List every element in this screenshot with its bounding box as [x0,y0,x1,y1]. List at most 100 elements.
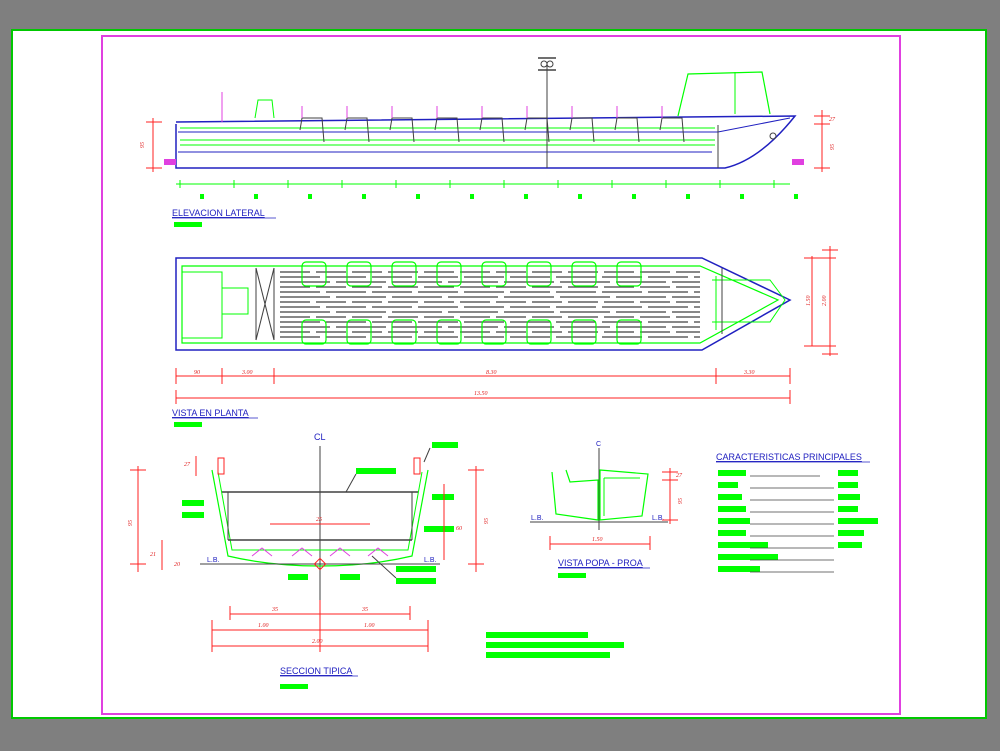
elev-height-text: 95 [140,142,146,148]
lb-left: L.B. [207,557,220,564]
callout-bar [432,494,454,500]
sec-top-text: 27 [184,462,191,468]
callout-bar [182,500,204,506]
char-value-bar [838,494,860,500]
sec-total-text: 2.00 [312,639,323,645]
sb-lb-left: L.B. [531,515,544,522]
section-rail-right [413,457,421,475]
plan-dim-1: 90 [194,370,200,376]
deck-planks [280,271,700,338]
station-mark [524,194,528,199]
char-value-bar [838,506,858,512]
sb-side-text: 95 [678,498,684,504]
sec-h1-text: 1.00 [258,623,269,629]
station-mark [686,194,690,199]
plan-seat-bottom [346,319,372,345]
elev-right-text: 95 [830,144,836,150]
char-value-bar [838,482,858,488]
plan-dim-3: 8.30 [486,370,497,376]
station-mark [578,194,582,199]
note-bar [486,652,610,658]
note-bar [486,632,588,638]
station-mark [200,194,204,199]
canopy [677,71,771,117]
sec-right-text: 60 [456,526,462,532]
sec-h2-text: 1.00 [364,623,375,629]
elev-top-text: 27 [829,117,836,123]
section-hull-outer [211,469,429,567]
anchor-icon [538,57,556,71]
lb-right: L.B. [424,557,437,564]
typical-section: CL L.B. L.B. 25 95 [128,432,624,689]
hull-sheer-line [178,117,791,133]
plan-seat-bottom [391,319,417,345]
stern-bow-scale-bar [558,573,586,578]
plan-dim-4: 3.30 [743,370,755,376]
plan-seat-top [571,261,597,287]
plan-seat-top [481,261,507,287]
helm-seat [254,99,275,119]
plan-seat-bottom [571,319,597,345]
station-mark [254,194,258,199]
sb-bottom-text: 1.50 [592,537,603,543]
elevation-seat [614,117,640,143]
plan-dim-total: 13.50 [474,391,488,397]
plan-seat-bottom [616,319,642,345]
hull-plan-outline [175,257,792,351]
elevation-seat [344,117,370,143]
char-label-bar [718,518,750,524]
bow-deck [712,279,786,323]
sec-low2-text: 20 [174,562,180,568]
plan-seat-bottom [301,319,327,345]
drawing-sheet [101,35,901,715]
callout-bar [288,574,308,580]
char-value-bar [838,518,878,524]
elevation-seat [479,117,505,143]
plan-seat-top [436,261,462,287]
centerline-label: CL [314,432,326,442]
elevation-seat [524,117,550,143]
characteristics-table: CARACTERISTICAS PRINCIPALES [716,452,878,573]
plan-seat-bottom [436,319,462,345]
char-label-bar [718,530,746,536]
sec-low-text: 21 [150,552,156,558]
stern-half [551,469,599,521]
stern-bow-view: C L.B. L.B. 27 95 1.50 VISTA POPA - PROA [530,441,684,578]
section-title: SECCION TIPICA [280,666,352,676]
char-label-bar [718,506,746,512]
station-mark [740,194,744,199]
plan-title: VISTA EN PLANTA [172,408,249,418]
stern-well [182,271,223,339]
characteristics-rows [718,470,878,573]
elevation-title: ELEVACION LATERAL [172,208,265,218]
plan-seat-top [301,261,327,287]
callout-bar [182,512,204,518]
callout-bar [432,442,458,448]
stern-mark [164,159,176,165]
plan-beam-inner: 1.50 [806,296,812,307]
plan-seat-top [526,261,552,287]
plan-seat-bottom [526,319,552,345]
sec-mid-text: 25 [316,517,322,523]
characteristics-title: CARACTERISTICAS PRINCIPALES [716,452,862,462]
elevation-seat [569,117,595,143]
char-label-bar [718,542,768,548]
section-frames [251,547,389,557]
callout-bar [340,574,360,580]
sb-lb-right: L.B. [652,515,665,522]
plan-seat-bottom [481,319,507,345]
plan-seats [301,261,642,345]
char-label-bar [718,470,746,476]
plan-dim-ticks [175,368,791,404]
plan-seat-top [346,261,372,287]
stern-bow-title: VISTA POPA - PROA [558,558,643,568]
char-value-bar [838,542,862,548]
char-value-bar [838,470,858,476]
bow-mark [792,159,804,165]
char-value-bar [838,530,864,536]
note-bar [486,642,624,648]
sb-top-text: 27 [676,473,683,479]
section-hull-inner [217,471,423,551]
elevation-seat [389,117,415,143]
engine-box [221,287,249,315]
